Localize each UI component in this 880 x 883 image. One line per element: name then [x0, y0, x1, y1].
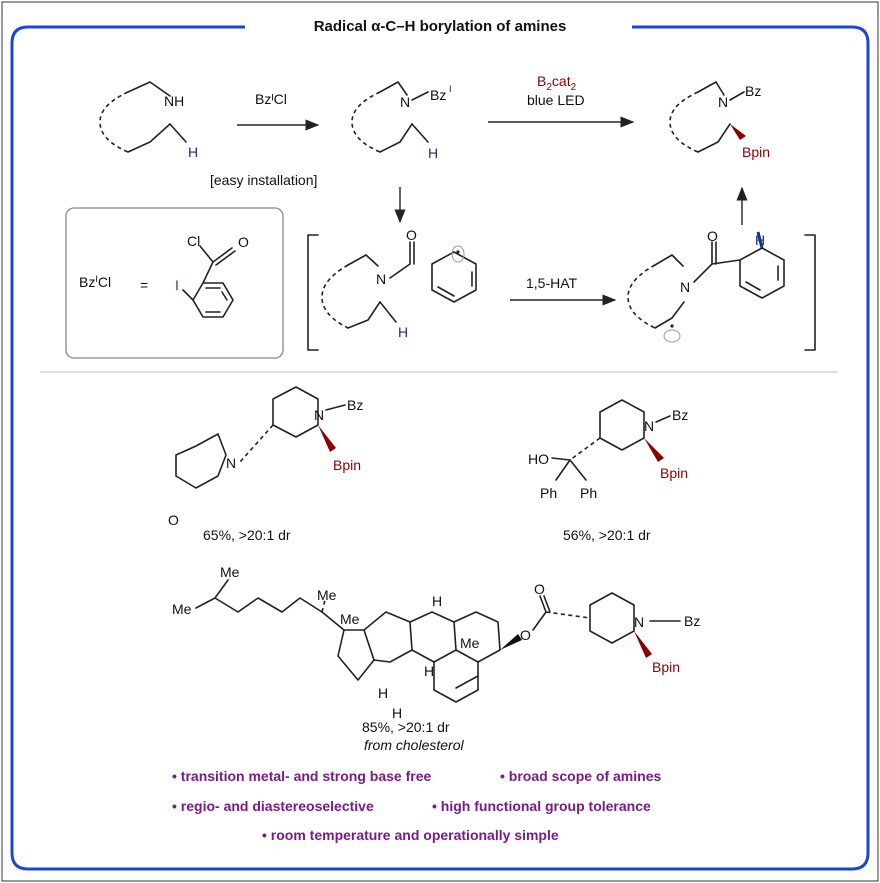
atom-ho: HO — [528, 451, 549, 467]
reagent-b2cat2: B2cat2 — [537, 73, 577, 93]
legend-structure: Cl O I — [175, 233, 249, 318]
atom-h: H — [755, 232, 765, 248]
example-diphenyl: N Bz Bpin HO Ph Ph 56%, >20:1 dr — [528, 399, 688, 543]
atom-bz-sup: I — [449, 84, 452, 94]
alkyl-radical-intermediate: N O H — [627, 228, 785, 343]
atom-me: Me — [460, 635, 480, 651]
atom-bpin: Bpin — [742, 144, 770, 160]
atom-nh: NH — [164, 93, 184, 109]
atom-n: N — [376, 271, 386, 287]
atom-iodine: I — [175, 277, 179, 293]
reagent-bzicl: BzᴵCl — [255, 91, 287, 107]
atom-n: N — [634, 614, 644, 630]
feature-simple: • room temperature and operationally sim… — [262, 827, 559, 843]
atom-o: O — [238, 234, 249, 250]
atom-cl: Cl — [187, 233, 200, 249]
label-hat: 1,5-HAT — [526, 275, 578, 291]
atom-bz: Bz — [430, 87, 446, 103]
aryl-radical-intermediate: N O H — [321, 227, 477, 340]
atom-n: N — [680, 279, 690, 295]
atom-n: N — [400, 94, 410, 110]
atom-o: O — [534, 581, 545, 597]
atom-bpin: Bpin — [652, 659, 680, 675]
reagent-blue-led: blue LED — [527, 92, 585, 108]
feature-tolerance: • high functional group tolerance — [432, 798, 651, 814]
atom-me: Me — [220, 564, 240, 580]
atom-me: Me — [340, 611, 360, 627]
note-easy-installation: [easy installation] — [210, 172, 317, 188]
wedge-bond — [730, 124, 746, 140]
atom-h: H — [424, 663, 434, 679]
atom-bpin: Bpin — [333, 457, 361, 473]
feature-broad-scope: • broad scope of amines — [500, 768, 661, 784]
atom-bz: Bz — [347, 397, 363, 413]
yield-cholesterol: 85%, >20:1 dr — [362, 719, 450, 735]
feature-metal-free: • transition metal- and strong base free — [172, 768, 432, 784]
atom-n: N — [644, 418, 654, 434]
atom-ph: Ph — [540, 485, 557, 501]
atom-h: H — [188, 144, 198, 160]
atom-n: N — [226, 455, 236, 471]
yield-diphenyl: 56%, >20:1 dr — [563, 527, 651, 543]
bzicl-legend-box — [65, 207, 284, 359]
example-cholesterol: Me Me Me Me H H H H Me O O N Bz Bpin 85%… — [172, 564, 700, 753]
atom-o: O — [168, 512, 179, 528]
atom-ph: Ph — [580, 485, 597, 501]
yield-morpholine: 65%, >20:1 dr — [203, 527, 291, 543]
atom-o: O — [707, 228, 718, 244]
atom-h: H — [428, 145, 438, 161]
product-borylated: N Bz Bpin — [669, 81, 770, 160]
legend-equals: = — [140, 277, 148, 293]
amide-intermediate: N Bz I H — [351, 81, 452, 161]
bracket-right — [804, 234, 816, 351]
example-morpholine: N Bz Bpin N O 65%, >20:1 dr — [168, 386, 363, 543]
atom-n: N — [314, 407, 324, 423]
atom-o: O — [520, 627, 531, 643]
substrate-amine: NH H — [99, 81, 198, 160]
radical-orbital — [663, 329, 681, 343]
atom-h: H — [398, 324, 408, 340]
legend-bzicl: BzICl — [79, 274, 111, 290]
note-from-cholesterol: from cholesterol — [364, 737, 464, 753]
atom-bpin: Bpin — [660, 465, 688, 481]
atom-me: Me — [317, 587, 337, 603]
atom-o: O — [406, 227, 417, 243]
atom-bz: Bz — [745, 83, 761, 99]
atom-bz: Bz — [672, 407, 688, 423]
bracket-left — [307, 234, 319, 351]
feature-selective: • regio- and diastereoselective — [172, 798, 374, 814]
atom-h: H — [432, 593, 442, 609]
scheme-title: Radical α-C–H borylation of amines — [314, 18, 567, 35]
radical-orbital — [451, 245, 465, 263]
blue-frame — [10, 25, 870, 871]
atom-h: H — [392, 705, 402, 721]
atom-n: N — [718, 94, 728, 110]
atom-me: Me — [172, 601, 192, 617]
atom-h: H — [378, 685, 388, 701]
atom-bz: Bz — [684, 613, 700, 629]
